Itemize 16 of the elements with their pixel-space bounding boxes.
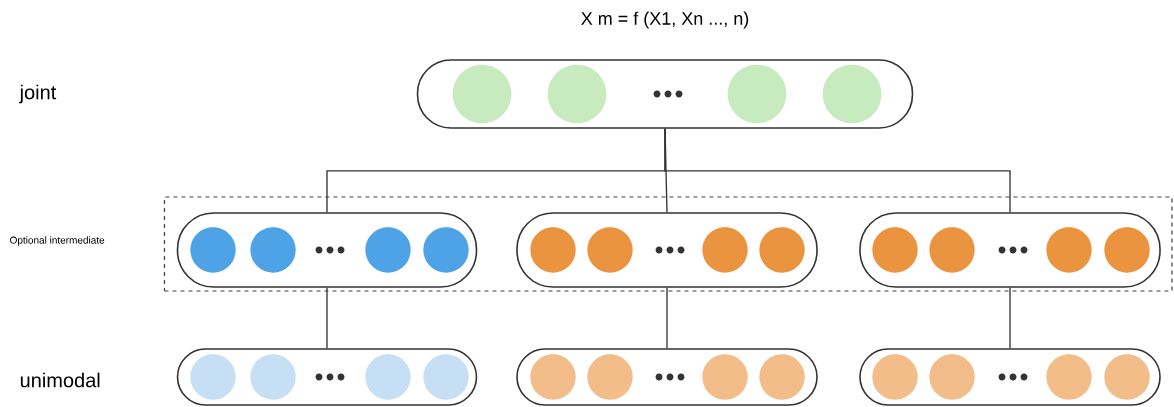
capsule [516,212,818,288]
capsule [516,348,818,406]
connector-line [666,287,668,349]
capsule [176,348,478,406]
dashed-group-box [163,196,1173,292]
row-label: Optional intermediate [10,236,105,246]
row-label: joint [19,84,57,104]
capsule [176,212,478,288]
row-label: unimodal [20,372,100,388]
connector-line [326,287,328,349]
connector-line [1009,287,1011,349]
title: X m = f (X1, Xn ..., n) [581,11,749,29]
connector-line [664,128,1011,213]
capsule [859,348,1161,406]
capsule [859,212,1161,288]
capsule [416,59,914,129]
